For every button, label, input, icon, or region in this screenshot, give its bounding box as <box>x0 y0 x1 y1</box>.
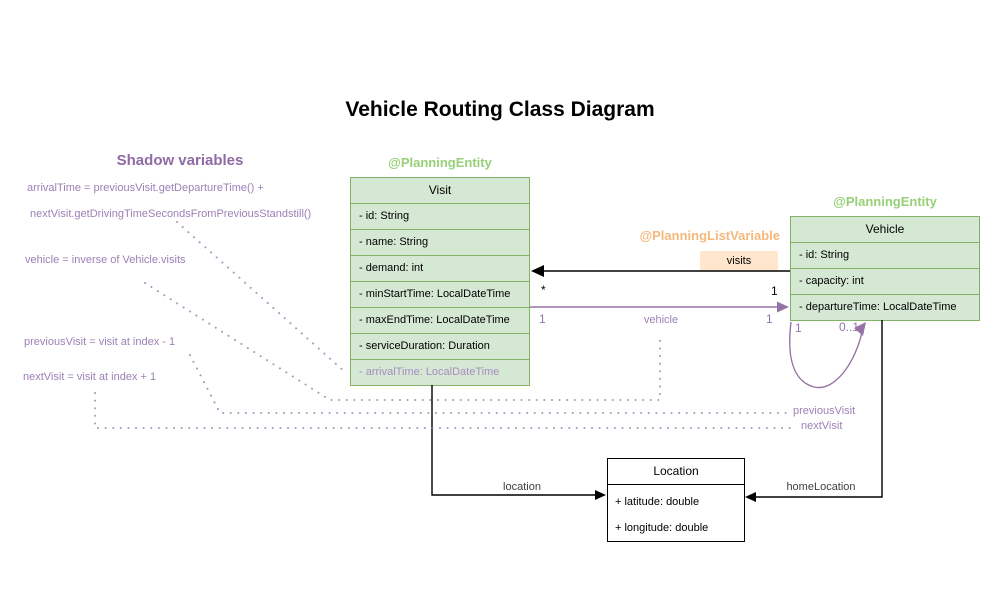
shadow-variables-title: Shadow variables <box>116 152 244 169</box>
vehicle-edge-visit-multiplicity: 1 <box>539 312 546 326</box>
visit-attr-demand: - demand: int <box>351 255 529 281</box>
visit-attr-id: - id: String <box>351 203 529 229</box>
next-visit-label: nextVisit <box>801 420 843 432</box>
visits-edge-visit-multiplicity: * <box>541 283 546 297</box>
location-edge-label: location <box>503 481 541 493</box>
visits-edge-vehicle-multiplicity: 1 <box>771 284 778 298</box>
visit-attr-serviceduration: - serviceDuration: Duration <box>351 333 529 359</box>
vehicle-attr-departuretime: - departureTime: LocalDateTime <box>791 294 979 320</box>
location-class: Location + latitude: double + longitude:… <box>607 458 745 542</box>
location-attr-longitude: + longitude: double <box>615 522 709 534</box>
visits-edge-label: visits <box>700 251 778 271</box>
shadow-note-arrivaltime-line1: arrivalTime = previousVisit.getDeparture… <box>27 182 264 194</box>
visit-attr-minstarttime: - minStartTime: LocalDateTime <box>351 281 529 307</box>
planning-list-variable-annotation: @PlanningListVariable <box>639 228 780 243</box>
visit-attr-name: - name: String <box>351 229 529 255</box>
chain-loop-right-multiplicity: 0..1 <box>839 320 860 334</box>
shadow-note-vehicle: vehicle = inverse of Vehicle.visits <box>25 254 186 266</box>
shadow-note-arrivaltime-line2: nextVisit.getDrivingTimeSecondsFromPrevi… <box>30 208 312 220</box>
vehicle-edge-vehicle-multiplicity: 1 <box>766 312 773 326</box>
visit-class: Visit - id: String - name: String - dema… <box>350 177 530 386</box>
home-location-edge-label: homeLocation <box>786 481 856 493</box>
location-attr-latitude: + latitude: double <box>615 496 700 508</box>
chain-loop-left-multiplicity: 1 <box>795 321 802 335</box>
vehicle-edge-label: vehicle <box>643 314 679 326</box>
vehicle-planning-entity-annotation: @PlanningEntity <box>833 194 937 209</box>
shadow-note-previousvisit: previousVisit = visit at index - 1 <box>24 336 176 348</box>
visit-attr-maxendtime: - maxEndTime: LocalDateTime <box>351 307 529 333</box>
page-title: Vehicle Routing Class Diagram <box>345 98 655 121</box>
vehicle-class-name: Vehicle <box>865 222 905 236</box>
shadow-note-nextvisit: nextVisit = visit at index + 1 <box>23 371 157 383</box>
vehicle-attr-id: - id: String <box>791 242 979 268</box>
visit-attr-arrivaltime: - arrivalTime: LocalDateTime <box>351 359 529 385</box>
visit-class-name: Visit <box>428 183 452 197</box>
vehicle-arrow <box>530 301 789 313</box>
dotted-link-arrivaltime <box>176 221 346 373</box>
dotted-link-nextvisit <box>94 392 798 429</box>
previous-visit-label: previousVisit <box>793 405 856 417</box>
visit-planning-entity-annotation: @PlanningEntity <box>388 155 492 170</box>
vehicle-attr-capacity: - capacity: int <box>791 268 979 294</box>
location-class-name: Location <box>608 459 744 485</box>
vehicle-class: Vehicle - id: String - capacity: int - d… <box>790 216 980 321</box>
